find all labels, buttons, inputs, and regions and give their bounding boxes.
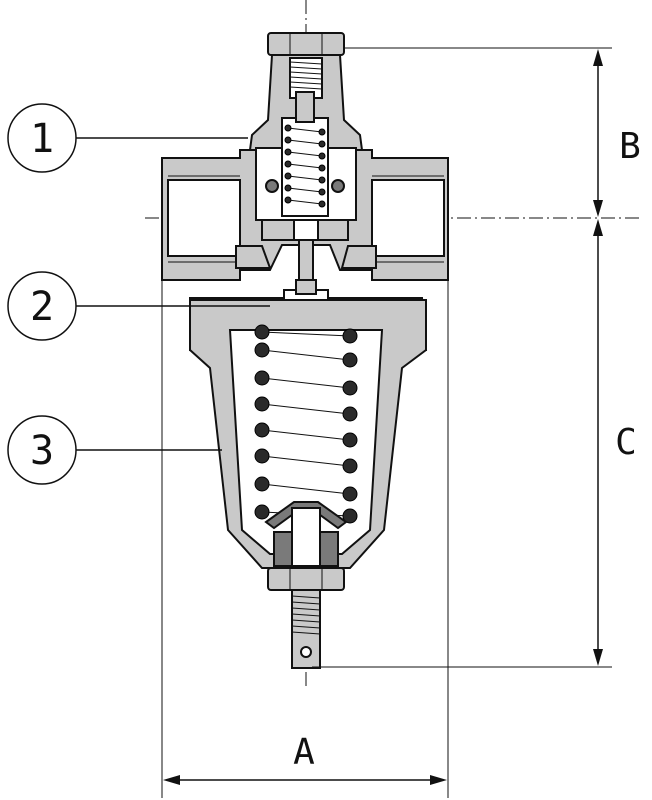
dimension-c-label: C	[615, 422, 637, 463]
callout-3: 3	[7, 415, 222, 485]
valve-seat-and-stem	[235, 219, 377, 293]
callout-2: 2	[7, 271, 270, 341]
top-adjusting-nut	[267, 32, 345, 56]
dimension-c: C	[312, 219, 637, 668]
callout-3-label: 3	[30, 428, 54, 474]
adjusting-screw	[291, 589, 321, 669]
bottom-adjusting-nut	[267, 567, 345, 591]
dimension-b-label: B	[619, 126, 641, 167]
callout-1: 1	[7, 103, 248, 173]
callout-1-label: 1	[30, 116, 54, 162]
callout-2-label: 2	[30, 284, 54, 330]
dimension-b: B	[344, 47, 641, 217]
lower-spring-seat	[264, 501, 348, 567]
dimension-a: A	[161, 280, 449, 798]
main-spring	[254, 324, 358, 524]
dimension-a-label: A	[293, 732, 315, 773]
pilot-spring-cartridge	[281, 91, 329, 217]
